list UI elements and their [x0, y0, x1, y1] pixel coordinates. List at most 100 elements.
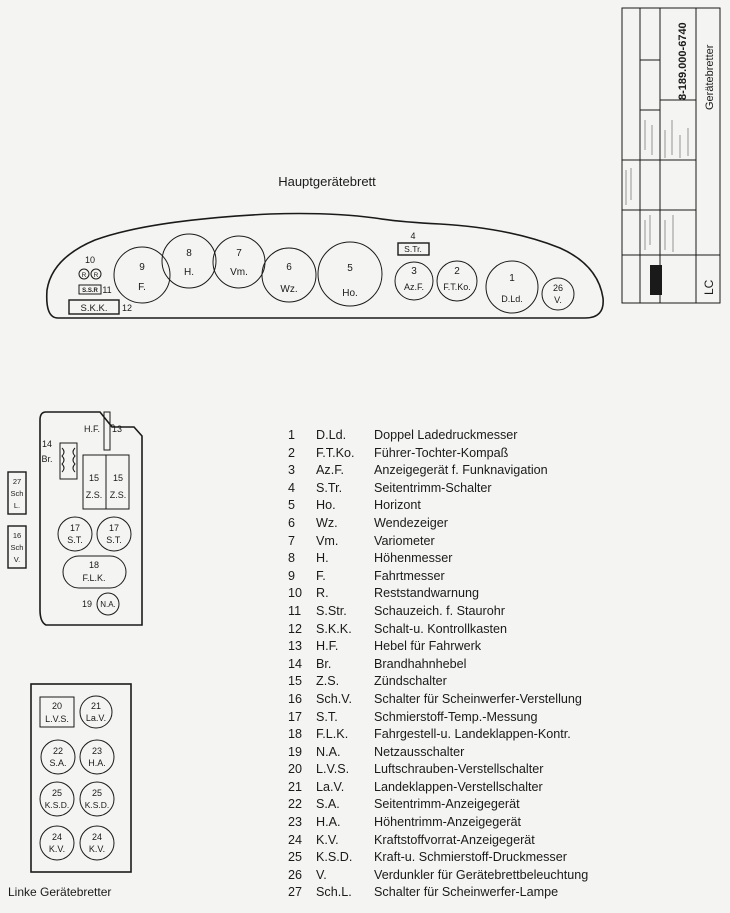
instrument-fahrtmesser: 9 F.	[113, 246, 171, 304]
svg-text:H.F.: H.F.	[84, 424, 100, 434]
svg-text:V.: V.	[14, 555, 20, 564]
title-block: 8-189.000-6740 Gerätebretter LC	[621, 7, 721, 304]
scheinwerfer-verstellung-schalter: 16 Sch V.	[7, 525, 27, 569]
svg-text:4: 4	[410, 231, 415, 241]
svg-text:R: R	[94, 272, 99, 279]
svg-text:Vm.: Vm.	[230, 267, 248, 278]
schmierstoff-temp-right: 17 S.T.	[96, 516, 132, 552]
svg-text:16: 16	[13, 531, 21, 540]
svg-text:S.K.K.: S.K.K.	[81, 303, 108, 314]
seitentrimm-schalter: 4 S.Tr.	[397, 231, 430, 256]
svg-text:La.V.: La.V.	[86, 713, 106, 723]
instrument-ladedruckmesser: 1 D.Ld.	[485, 260, 539, 314]
svg-text:20: 20	[52, 701, 62, 711]
svg-text:1: 1	[509, 273, 515, 284]
landeklappen-verstellschalter: 21 La.V.	[79, 695, 113, 729]
kraftstoffvorrat-left: 24 K.V.	[39, 825, 75, 861]
svg-text:L.: L.	[14, 501, 20, 510]
svg-text:13: 13	[112, 424, 122, 434]
hoehentrimm-anzeige: 23 H.A.	[79, 739, 115, 775]
svg-text:22: 22	[53, 746, 63, 756]
svg-text:2: 2	[454, 266, 460, 277]
svg-text:F.T.Ko.: F.T.Ko.	[443, 282, 471, 292]
svg-text:Sch: Sch	[11, 543, 24, 552]
druckmesser-right: 25 K.S.D.	[79, 781, 115, 817]
svg-text:3: 3	[411, 266, 417, 277]
svg-text:F.L.K.: F.L.K.	[82, 573, 105, 583]
svg-text:Az.F.: Az.F.	[404, 282, 424, 292]
svg-text:5: 5	[347, 263, 353, 274]
instrument-kompass: 2 F.T.Ko.	[436, 260, 478, 302]
fahrgestell-kontrolle: 18 F.L.K.	[62, 555, 127, 589]
svg-text:V.: V.	[554, 295, 562, 305]
svg-text:N.A.: N.A.	[100, 600, 116, 609]
svg-text:S.A.: S.A.	[49, 758, 66, 768]
svg-text:K.V.: K.V.	[89, 844, 105, 854]
svg-text:9: 9	[139, 262, 145, 273]
instrument-horizont: 5 Ho.	[317, 241, 383, 307]
svg-text:D.Ld.: D.Ld.	[501, 294, 523, 304]
svg-text:14: 14	[42, 439, 52, 449]
instrument-hoehenmesser: 8 H.	[161, 233, 217, 289]
svg-text:F.: F.	[138, 282, 146, 293]
drawing-title: Gerätebretter	[704, 44, 716, 110]
left-panel-lower-outline	[30, 683, 132, 873]
svg-text:K.S.D.: K.S.D.	[45, 800, 70, 810]
main-panel-outline	[45, 212, 604, 319]
svg-text:15: 15	[113, 473, 123, 483]
svg-text:11: 11	[102, 285, 111, 295]
svg-text:R: R	[82, 272, 87, 279]
main-panel-title: Hauptgerätebrett	[278, 174, 376, 189]
svg-text:Z.S.: Z.S.	[86, 490, 103, 500]
svg-text:12: 12	[122, 303, 132, 313]
svg-text:17: 17	[70, 523, 80, 533]
svg-text:27: 27	[13, 477, 21, 486]
svg-text:23: 23	[92, 746, 102, 756]
svg-text:21: 21	[91, 701, 101, 711]
luftschrauben-verstellschalter: 20 L.V.S.	[39, 696, 75, 728]
svg-text:K.S.D.: K.S.D.	[85, 800, 110, 810]
svg-text:25: 25	[92, 788, 102, 798]
svg-text:S.T.: S.T.	[67, 535, 83, 545]
svg-text:S.T.: S.T.	[106, 535, 122, 545]
svg-text:Sch: Sch	[11, 489, 24, 498]
kraftstoffvorrat-right: 24 K.V.	[79, 825, 115, 861]
svg-text:19: 19	[82, 599, 92, 609]
left-panels-title: Linke Gerätebretter	[8, 885, 111, 899]
svg-text:H.: H.	[184, 267, 194, 278]
reststandwarnung-lamps: 10 R R	[78, 255, 102, 280]
druckmesser-left: 25 K.S.D.	[39, 781, 75, 817]
svg-text:L.V.S.: L.V.S.	[45, 714, 69, 724]
svg-text:25: 25	[52, 788, 62, 798]
svg-text:S.Tr.: S.Tr.	[404, 244, 422, 254]
svg-text:15: 15	[89, 473, 99, 483]
instrument-wendezeiger: 6 Wz.	[261, 247, 317, 303]
svg-text:10: 10	[85, 255, 95, 265]
svg-text:S.S.R: S.S.R	[82, 288, 98, 294]
svg-text:8: 8	[186, 248, 192, 259]
svg-text:Z.S.: Z.S.	[110, 490, 127, 500]
svg-text:Wz.: Wz.	[280, 284, 297, 295]
left-panel-upper-outline	[39, 411, 143, 626]
svg-text:24: 24	[92, 832, 102, 842]
scheinwerfer-lampe-schalter: 27 Sch L.	[7, 471, 27, 515]
svg-text:17: 17	[109, 523, 119, 533]
